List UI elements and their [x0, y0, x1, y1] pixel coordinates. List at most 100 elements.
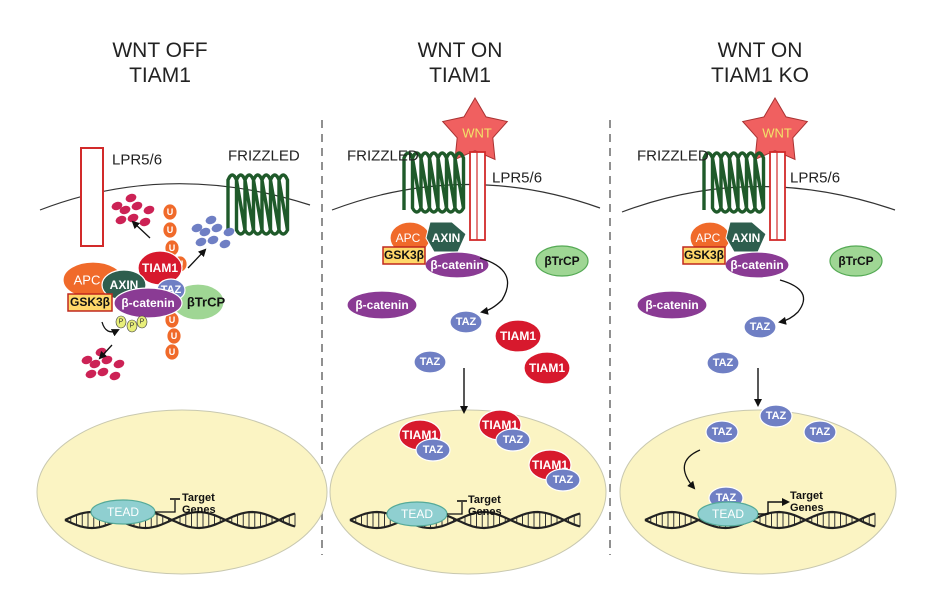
btrcp-2-label: βTrCP — [544, 254, 579, 268]
degraded-bcat-top-1-2 — [143, 205, 155, 215]
lrp-label-2: LPR5/6 — [492, 170, 542, 187]
degraded-taz-1-7 — [191, 223, 203, 233]
panel-2-title-line1: WNT ON — [417, 39, 503, 62]
panel-2-title-line2: TIAM1 — [429, 64, 491, 87]
frizzled-1 — [226, 173, 290, 236]
frizzled-label-3: FRIZZLED — [637, 148, 709, 165]
degraded-bcat-bottom-1-4 — [97, 367, 109, 377]
taz-nuc-2b-label: TAZ — [503, 434, 524, 446]
panel-3-title: WNT ON TIAM1 KO — [660, 38, 860, 88]
phospho-1 — [126, 319, 138, 333]
apc-2-label: APC — [396, 231, 421, 245]
bcatenin-complex-3 — [724, 251, 790, 279]
membrane-3 — [621, 185, 896, 213]
repress-line-1 — [155, 500, 176, 513]
degraded-taz-1-1 — [211, 223, 223, 233]
frizzled-3 — [702, 151, 766, 214]
axin-1-label: AXIN — [110, 278, 139, 292]
phospho-2 — [136, 315, 148, 329]
taz-nuc-3a — [759, 404, 793, 428]
taz-nuc-3c-label: TAZ — [810, 426, 831, 438]
nucleus-3 — [619, 409, 897, 575]
degraded-taz-1-3 — [195, 237, 207, 247]
wnt-ligand-2 — [441, 97, 509, 161]
phospho-0-label: P — [119, 319, 124, 326]
btrcp-3-label: βTrCP — [838, 254, 873, 268]
degraded-taz-1-4 — [207, 235, 219, 245]
taz-nuc-3b-label: TAZ — [712, 426, 733, 438]
taz-3a — [743, 315, 777, 339]
degraded-bcat-bottom-1-2 — [113, 359, 125, 369]
arrow-release-2 — [479, 257, 509, 315]
gsk3b-box-3 — [682, 246, 726, 265]
dna-1-strand-a — [64, 510, 296, 530]
target-genes-label-3b: Genes — [790, 502, 824, 514]
taz-nuc-2a-label: TAZ — [423, 444, 444, 456]
bcatenin-complex-2-label: β-catenin — [430, 258, 483, 272]
tiam1-2a — [494, 319, 542, 353]
ubiquitin-6-label: U — [169, 347, 176, 357]
tead-2-label: TEAD — [401, 507, 433, 521]
tead-1-label: TEAD — [107, 505, 139, 519]
ubiquitin-1 — [162, 221, 178, 239]
phospho-2-label: P — [140, 319, 145, 326]
bcatenin-free-2 — [346, 290, 418, 320]
target-genes-label-2a: Target — [468, 494, 501, 506]
panel-1-title-line2: TIAM1 — [129, 64, 191, 87]
gsk3b-label-2: GSK3β — [384, 248, 424, 262]
wnt-label-3: WNT — [762, 126, 792, 141]
apc-1-label: APC — [74, 273, 101, 288]
taz-nuc-2a — [415, 438, 451, 462]
frizzled-2 — [402, 151, 466, 214]
panel-1-title: WNT OFF TIAM1 — [60, 38, 260, 88]
gsk3b-box-1 — [67, 293, 113, 312]
ubiquitin-0-label: U — [167, 207, 174, 217]
btrcp-2 — [535, 245, 589, 277]
degraded-taz-1-0 — [199, 227, 211, 237]
ubiquitin-6 — [164, 343, 180, 361]
taz-3b — [706, 351, 740, 375]
bcatenin-complex-2 — [424, 251, 490, 279]
panel-1-title-line1: WNT OFF — [112, 39, 208, 62]
taz-nuc-3a-label: TAZ — [766, 410, 787, 422]
taz-bound-3-label: TAZ — [716, 492, 737, 504]
bcatenin-complex-1 — [113, 287, 183, 319]
arrow-to-tead-3 — [683, 449, 701, 490]
frizzled-label-1: FRIZZLED — [228, 148, 300, 165]
arrow-degrade-bcat-1 — [131, 220, 151, 239]
degraded-taz-1-6 — [205, 215, 217, 225]
ubiquitin-1-label: U — [167, 225, 174, 235]
taz-3b-label: TAZ — [713, 357, 734, 369]
taz-nuc-2b — [495, 428, 531, 452]
ubiquitin-0 — [162, 203, 178, 221]
tiam1-2a-label: TIAM1 — [500, 329, 536, 343]
nucleus-2 — [329, 409, 607, 575]
tead-3-label: TEAD — [712, 507, 744, 521]
degraded-bcat-top-1-1 — [131, 201, 143, 211]
ubiquitin-5-label: U — [171, 331, 178, 341]
arrow-degrade-bottom-1 — [98, 344, 113, 360]
dna-3-strand-a — [644, 510, 876, 530]
panel-2-title: WNT ON TIAM1 — [360, 38, 560, 88]
axin-label-2: AXIN — [432, 231, 461, 245]
panel-3-title-line1: WNT ON — [717, 39, 803, 62]
taz-2a — [449, 310, 483, 334]
bcatenin-complex-1-label: β-catenin — [121, 296, 174, 310]
degraded-taz-1-2 — [223, 227, 235, 237]
degraded-bcat-bottom-1-3 — [85, 369, 97, 379]
bcatenin-free-3-label: β-catenin — [645, 298, 698, 312]
nucleus-1 — [36, 409, 328, 575]
gsk3b-label-3: GSK3β — [684, 248, 724, 262]
dna-3-strand-b — [644, 510, 876, 530]
degraded-bcat-top-1-6 — [125, 193, 137, 203]
membrane-2 — [331, 183, 601, 211]
bcatenin-free-2-label: β-catenin — [355, 298, 408, 312]
degraded-bcat-bottom-1-0 — [89, 359, 101, 369]
bcatenin-complex-3-label: β-catenin — [730, 258, 783, 272]
degraded-taz-1-5 — [219, 239, 231, 249]
taz-3a-label: TAZ — [750, 321, 771, 333]
phospho-0 — [115, 315, 127, 329]
panel-3-title-line2: TIAM1 KO — [710, 64, 810, 87]
target-genes-label-1b: Genes — [182, 504, 216, 516]
gsk3b-box-2 — [382, 246, 426, 265]
